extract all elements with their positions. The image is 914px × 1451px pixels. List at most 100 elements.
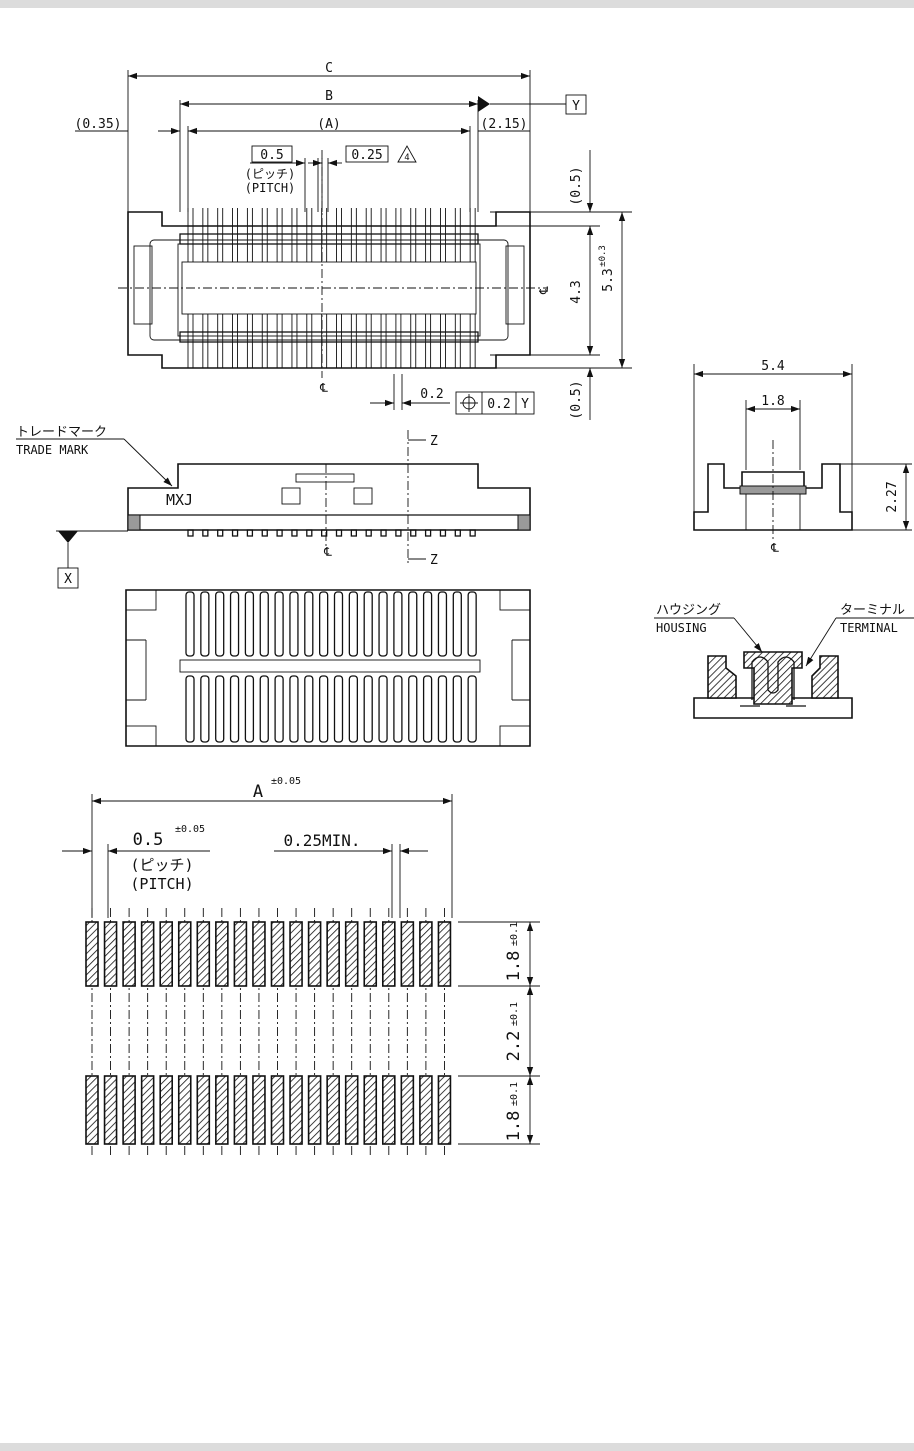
housing-jp: ハウジング [656, 603, 721, 618]
front-terminal [426, 530, 431, 536]
side-view: 5.4 1.8 ℄ 2.27 [694, 359, 912, 555]
footprint-pad-upper [290, 922, 302, 986]
front-terminal [233, 530, 238, 536]
fp-dim-a-tol: ±0.05 [271, 776, 301, 787]
front-terminal [262, 530, 267, 536]
footprint-pad-lower [105, 1076, 117, 1144]
footprint-pad-lower [216, 1076, 228, 1144]
footprint-pad-upper [364, 922, 376, 986]
terminal-jp: ターミナル [840, 603, 905, 618]
footprint-pad-lower [160, 1076, 172, 1144]
dim-left-offset: (0.35) [75, 117, 122, 132]
footprint-pad-upper [383, 922, 395, 986]
footprint-pad-lower [327, 1076, 339, 1144]
footprint-pad-upper [216, 922, 228, 986]
footprint-pad-lower [86, 1076, 98, 1144]
footprint-pad-upper [123, 922, 135, 986]
dim-b-label: B [325, 89, 333, 104]
front-terminal [396, 530, 401, 536]
fp-min-gap: 0.25MIN. [283, 831, 360, 850]
footprint-view: A ±0.05 0.5 ±0.05 (ピッチ) (PITCH) 0.25MIN.… [62, 776, 540, 1156]
dim-right-offset: (2.15) [481, 117, 528, 132]
footprint-pad-upper [179, 922, 191, 986]
fp-pitch-value: 0.5 [133, 830, 164, 850]
footprint-pad-lower [438, 1076, 450, 1144]
front-terminal [351, 530, 356, 536]
dim-top-overhang: (0.5) [569, 166, 584, 205]
footprint-pad-upper [105, 922, 117, 986]
front-terminal [188, 530, 193, 536]
pitch-en: (PITCH) [245, 181, 296, 195]
footprint-pad-lower [272, 1076, 284, 1144]
footprint-pad-lower [401, 1076, 413, 1144]
front-terminal [470, 530, 475, 536]
trademark-en: TRADE MARK [16, 443, 89, 457]
footprint-pad-upper [420, 922, 432, 986]
dim-outer: 5.3 [601, 268, 616, 291]
fp-pitch-jp: (ピッチ) [130, 856, 193, 874]
pitch-value: 0.5 [260, 148, 283, 163]
footprint-pad-upper [327, 922, 339, 986]
note-number: 4 [404, 153, 409, 163]
front-terminal [218, 530, 223, 536]
section-z-top: Z [430, 434, 438, 449]
front-terminal [307, 530, 312, 536]
front-centerline-mark: ℄ [323, 545, 332, 559]
tolerance-datum: Y [521, 397, 529, 412]
bottom-view [126, 590, 530, 746]
dim-a-label: (A) [317, 117, 340, 132]
fp-pad-length-top-tol: ±0.1 [509, 922, 520, 946]
fp-row-gap: 2.2 [504, 1031, 524, 1062]
fp-pad-length-bottom: 1.8 [504, 1111, 524, 1142]
trademark-jp: トレードマーク [16, 425, 107, 440]
front-terminal [440, 530, 445, 536]
footprint-pad-upper [234, 922, 246, 986]
fp-row-gap-tol: ±0.1 [509, 1002, 520, 1026]
footprint-pad-upper [346, 922, 358, 986]
fp-pad-length-top: 1.8 [504, 951, 524, 982]
front-terminal [277, 530, 282, 536]
footprint-pad-lower [346, 1076, 358, 1144]
footprint-pad-lower [179, 1076, 191, 1144]
front-terminal [455, 530, 460, 536]
footprint-pad-lower [253, 1076, 265, 1144]
footprint-pad-lower [123, 1076, 135, 1144]
pitch-jp: (ピッチ) [245, 167, 295, 181]
dim-outer-tol: ±0.3 [598, 245, 608, 267]
section-z-bottom: Z [430, 553, 438, 568]
front-terminal [411, 530, 416, 536]
dim-height: 2.27 [885, 481, 900, 512]
footprint-pad-upper [438, 922, 450, 986]
footprint-pad-lower [364, 1076, 376, 1144]
front-terminal [203, 530, 208, 536]
housing-en: HOUSING [656, 621, 707, 635]
footprint-pad-upper [160, 922, 172, 986]
front-terminal [337, 530, 342, 536]
fp-pitch-tol: ±0.05 [175, 824, 205, 835]
dim-bottom-overhang: (0.5) [569, 380, 584, 419]
datum-x-label: X [64, 572, 72, 587]
front-terminal [366, 530, 371, 536]
dim-c-label: C [325, 61, 333, 76]
footprint-pad-upper [86, 922, 98, 986]
footprint-pad-upper [272, 922, 284, 986]
top-view: C B Y (A) (0.35) (2.15) 0.5 (ピッチ) (PITCH… [75, 61, 632, 420]
footprint-pad-lower [383, 1076, 395, 1144]
footprint-pad-upper [401, 922, 413, 986]
marking-text: MXJ [166, 491, 193, 509]
fp-pad-length-bottom-tol: ±0.1 [509, 1082, 520, 1106]
dim-width: 5.4 [761, 359, 785, 374]
datum-y-label: Y [572, 99, 580, 114]
front-terminal [247, 530, 252, 536]
footprint-pad-upper [197, 922, 209, 986]
fp-dim-a: A [253, 782, 263, 802]
footprint-pad-lower [142, 1076, 154, 1144]
side-centerline-mark: ℄ [770, 541, 779, 555]
footprint-pad-lower [309, 1076, 321, 1144]
front-terminal [381, 530, 386, 536]
dim-center: 1.8 [761, 394, 784, 409]
footprint-pad-upper [142, 922, 154, 986]
footprint-pad-lower [290, 1076, 302, 1144]
dim-position: 0.2 [420, 387, 443, 402]
